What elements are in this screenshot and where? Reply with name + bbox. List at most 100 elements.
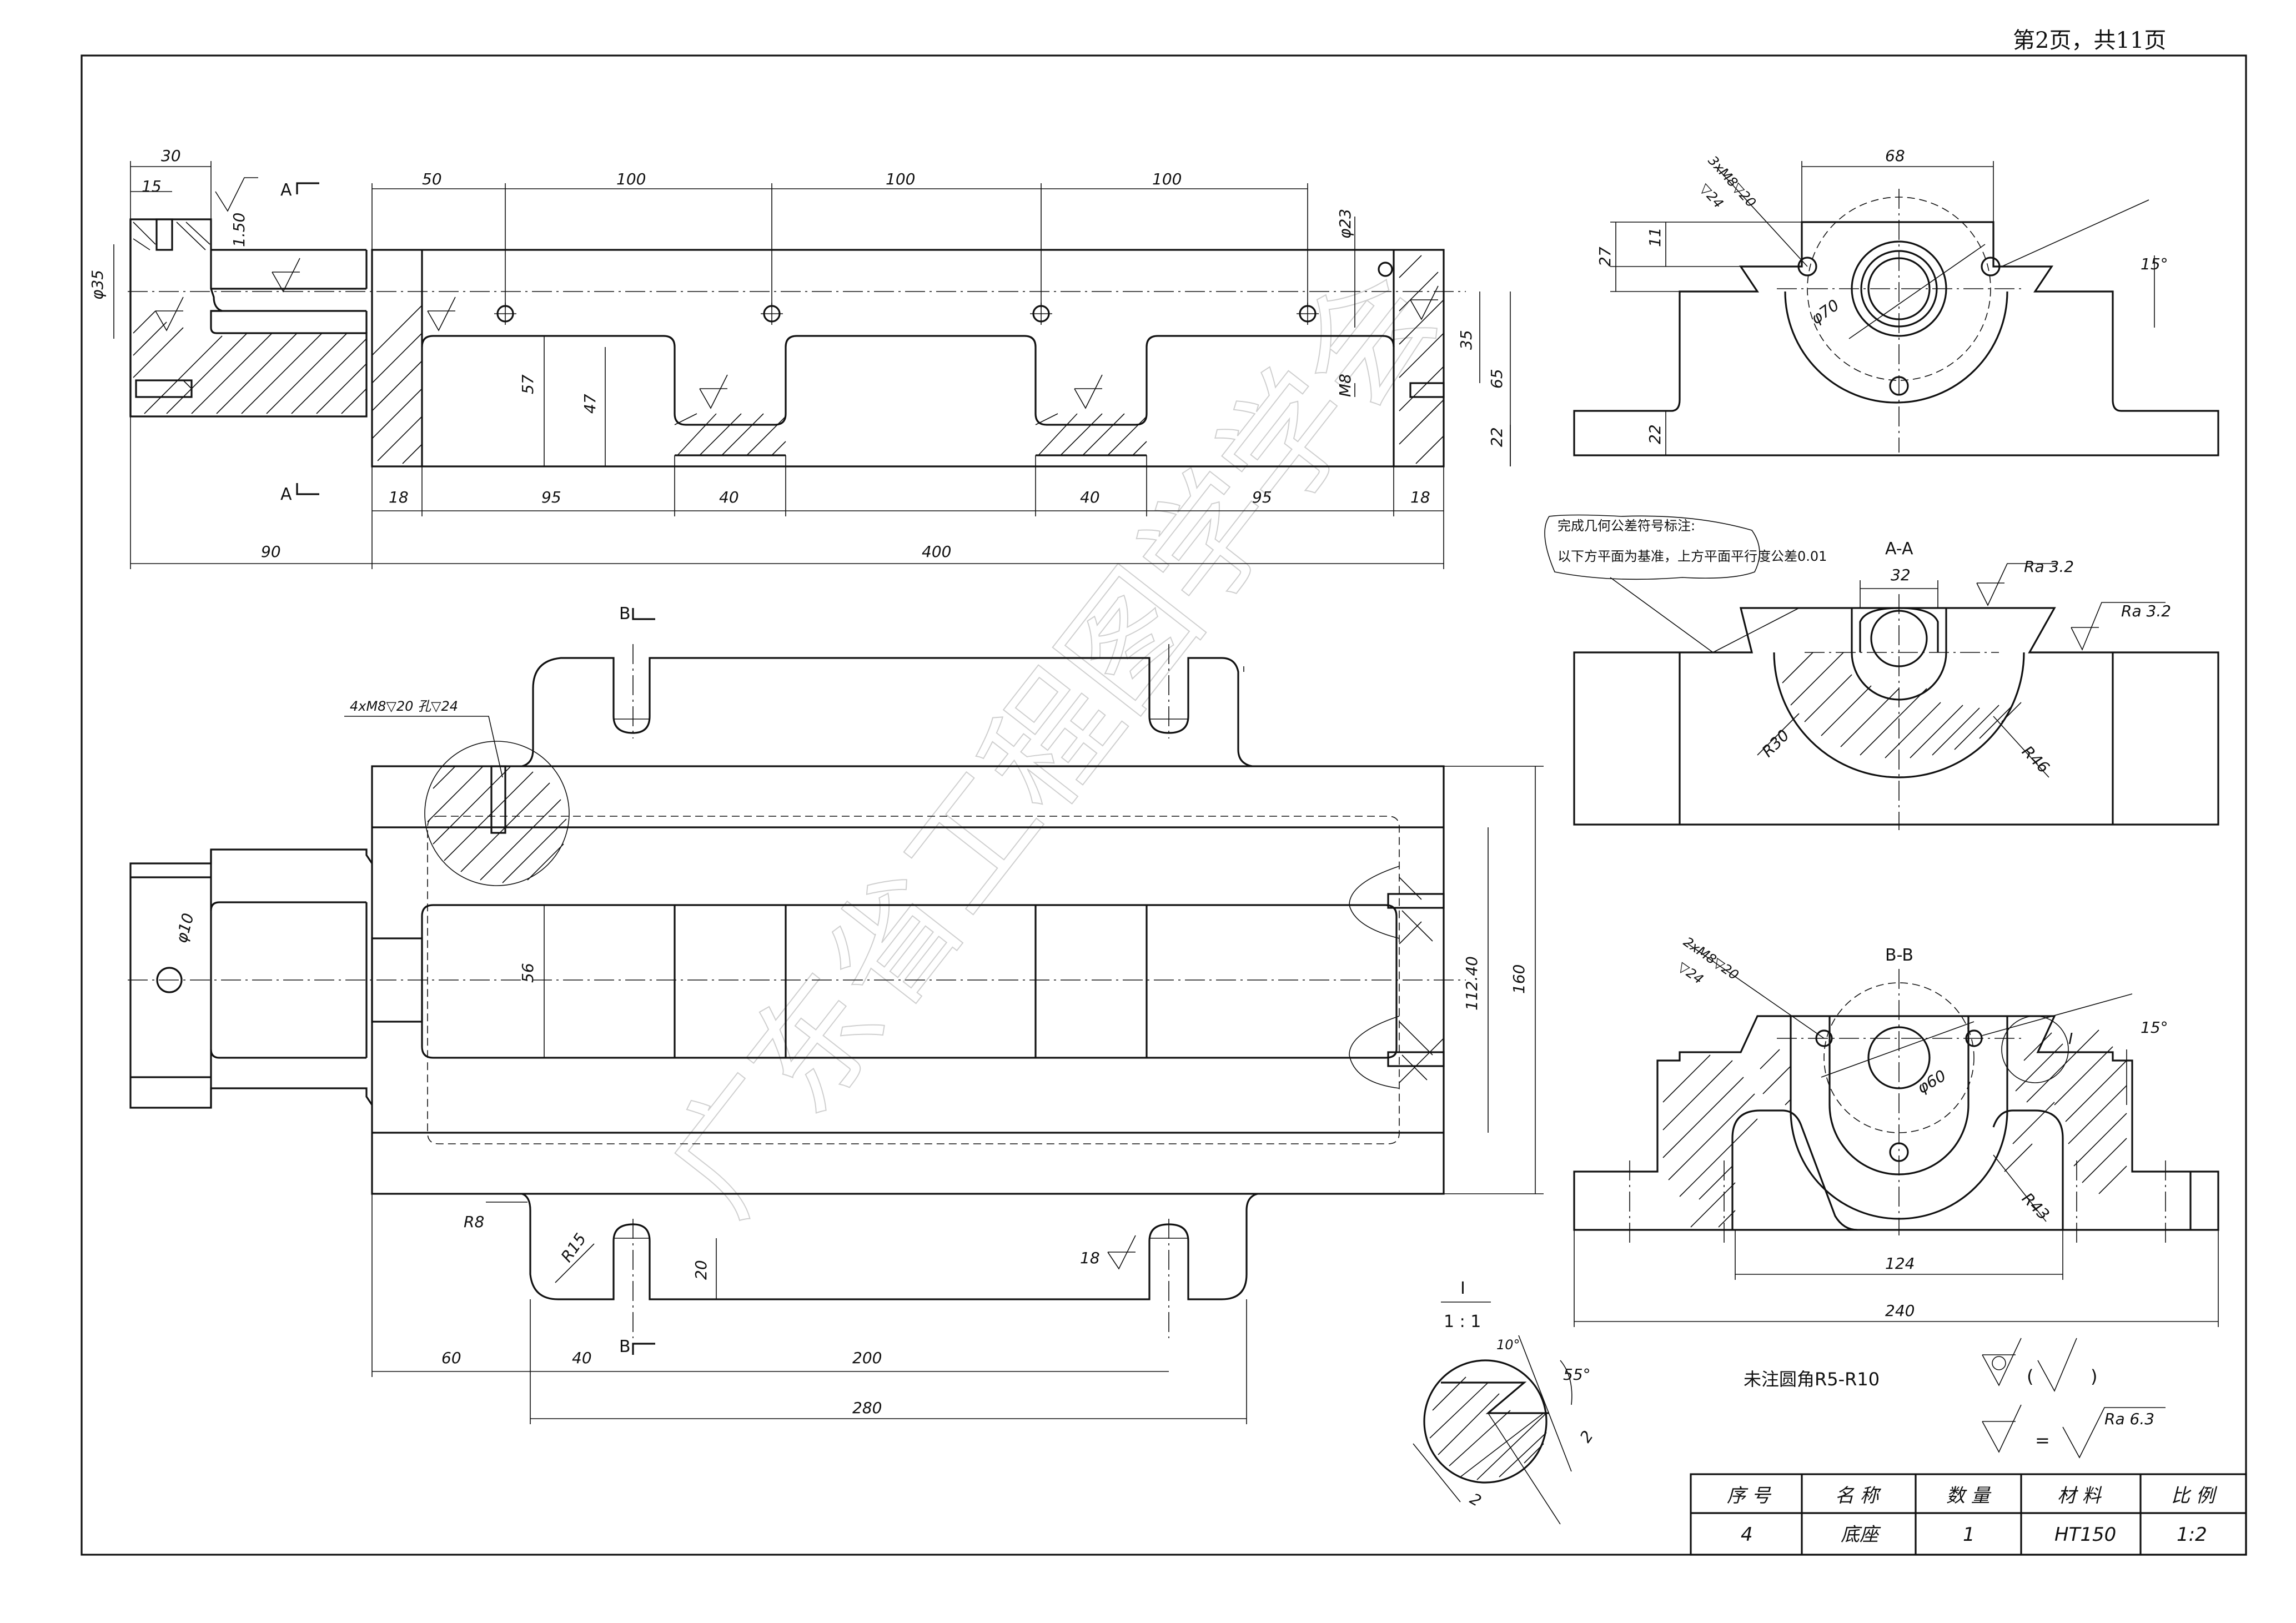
dim-18-left: 18 — [389, 488, 409, 506]
legend-equals: = — [2035, 1430, 2050, 1451]
bubble-line1: 完成几何公差符号标注: — [1558, 518, 1695, 534]
section-aa-title: A-A — [1885, 539, 1913, 559]
plan-dim-40: 40 — [572, 1349, 592, 1367]
detail-dim-lines — [1413, 1335, 1572, 1525]
title-block: 序 号 名 称 数 量 材 料 比 例 4 底座 1 HT150 1:2 — [1690, 1473, 2247, 1556]
section-bb-callout-line2: ▽24 — [1675, 959, 1706, 987]
dim-95-right: 95 — [1252, 488, 1272, 506]
dim-m8: M8 — [1336, 374, 1354, 397]
section-aa-ra-2: Ra 3.2 — [2121, 602, 2171, 620]
general-notes: 未注圆角R5-R10 ( ) = Ra 6.3 — [1744, 1338, 2166, 1459]
section-bb-angle-15: 15° — [2141, 1018, 2168, 1037]
detail-angle-10: 10° — [1496, 1337, 1520, 1353]
plan-dim-160: 160 — [1510, 964, 1528, 994]
section-bb-title: B-B — [1885, 946, 1913, 965]
dim-15: 15 — [142, 177, 162, 195]
section-aa-dim-32: 32 — [1891, 566, 1911, 584]
roughness-legend-symbols — [1982, 1338, 2166, 1459]
plan-dim-200: 200 — [852, 1349, 882, 1367]
section-bb-dim-lines — [1574, 943, 2219, 1327]
section-aa: A-A 32 R30 R46 Ra 3.2 Ra 3.2 — [1573, 539, 2219, 830]
plan-right-hatch — [1399, 877, 1444, 1083]
plan-dim-112-40: 112.40 — [1463, 956, 1481, 1011]
title-header-scale: 比 例 — [2171, 1485, 2218, 1507]
bubble-line2: 以下方平面为基准，上方平面平行度公差0.01 — [1558, 549, 1827, 564]
front-view: A A 50 100 100 100 30 15 — [88, 147, 1511, 569]
detail-hatch — [1429, 1376, 1547, 1480]
dim-1-50: 1.50 — [230, 213, 248, 247]
title-header-qty: 数 量 — [1946, 1485, 1992, 1507]
title-value-index: 4 — [1741, 1524, 1753, 1546]
side-view: 68 11 27 22 3xM8▽20 ▽24 φ70 15° — [1573, 147, 2219, 456]
side-angle-15: 15° — [2141, 255, 2168, 273]
side-dim-11: 11 — [1646, 227, 1664, 247]
side-callout-line2: ▽24 — [1697, 180, 1727, 211]
dim-47: 47 — [581, 394, 599, 414]
front-bottom-dim-lines — [130, 416, 1444, 569]
plan-thread-callout: 4xM8▽20 孔▽24 — [350, 699, 458, 714]
dim-dia35: φ35 — [88, 270, 107, 300]
section-aa-ra-1: Ra 3.2 — [2024, 557, 2074, 576]
legend-ra-6-3: Ra 6.3 — [2104, 1410, 2154, 1428]
dim-dia23: φ23 — [1336, 209, 1354, 239]
title-value-name: 底座 — [1841, 1524, 1881, 1546]
section-bb-dim-240: 240 — [1885, 1302, 1915, 1320]
plan-dim-lines — [371, 666, 1544, 1424]
section-bb-detail-ref: I — [2068, 1029, 2073, 1048]
title-value-material: HT150 — [2054, 1524, 2116, 1546]
title-value-scale: 1:2 — [2177, 1524, 2207, 1546]
section-a-marker-top: A — [280, 180, 292, 200]
dim-57: 57 — [519, 374, 537, 394]
title-header-index: 序 号 — [1727, 1485, 1772, 1507]
legend-paren-open: ( — [2027, 1366, 2033, 1387]
plan-dia10: φ10 — [172, 911, 198, 945]
section-a-marker-bottom: A — [280, 485, 292, 504]
plan-roughness-symbol — [1107, 1235, 1136, 1270]
section-bb: B-B I — [1573, 934, 2219, 1327]
front-left-wall-hatch — [371, 305, 423, 464]
title-header-name: 名 称 — [1835, 1485, 1882, 1507]
detail-view-i: I 1 : 1 10° 55° 2 2 — [1413, 1279, 1597, 1525]
dim-18-right: 18 — [1410, 488, 1430, 506]
title-header-material: 材 料 — [2057, 1485, 2102, 1507]
plan-radius-r8: R8 — [464, 1213, 484, 1231]
fillet-note: 未注圆角R5-R10 — [1744, 1369, 1880, 1390]
dim-40-left: 40 — [719, 488, 739, 506]
section-bb-r43: R43 — [2018, 1189, 2053, 1224]
dim-100-b: 100 — [886, 170, 915, 188]
dim-65: 65 — [1488, 369, 1506, 389]
detail-scale: 1 : 1 — [1444, 1312, 1481, 1331]
dim-100-c: 100 — [1152, 170, 1182, 188]
front-top-dim-lines — [130, 161, 1308, 308]
plan-radius-r15: R15 — [557, 1230, 590, 1265]
dim-30: 30 — [161, 147, 181, 165]
plan-view: B B 4xM8▽20 孔▽24 56 112.40 160 20 6 — [128, 604, 1544, 1424]
section-bb-dia60: φ60 — [1914, 1066, 1949, 1097]
plan-dim-56: 56 — [519, 963, 537, 983]
dim-400: 400 — [922, 542, 951, 561]
plan-dim-20: 20 — [692, 1260, 710, 1280]
side-dia70: φ70 — [1807, 296, 1842, 328]
side-dim-27: 27 — [1596, 247, 1614, 267]
front-left-hatch — [133, 310, 367, 414]
section-b-marker-top: B — [619, 604, 631, 624]
plan-dim-280: 280 — [852, 1399, 882, 1417]
section-aa-roughness-symbols — [1976, 563, 2166, 651]
dim-100-a: 100 — [616, 170, 646, 188]
section-bb-hatch — [1662, 1029, 2127, 1228]
section-b-marker-bottom: B — [619, 1337, 631, 1356]
front-vertical-dim-lines — [113, 217, 1511, 466]
section-aa-r30: R30 — [1759, 726, 1793, 761]
detail-angle-55: 55° — [1563, 1365, 1591, 1384]
legend-paren-close: ) — [2091, 1366, 2097, 1387]
plan-local-section-hatch — [427, 766, 567, 883]
front-pad-hatch — [674, 413, 1147, 456]
detail-dim-2b: 2 — [1467, 1489, 1485, 1510]
dim-90: 90 — [261, 542, 281, 561]
detail-dim-2a: 2 — [1576, 1427, 1597, 1446]
side-dim-lines — [1610, 161, 2155, 455]
page-number-header: 第2页，共11页 — [2013, 28, 2167, 53]
dim-40-right: 40 — [1080, 488, 1100, 506]
dim-50: 50 — [422, 170, 442, 188]
